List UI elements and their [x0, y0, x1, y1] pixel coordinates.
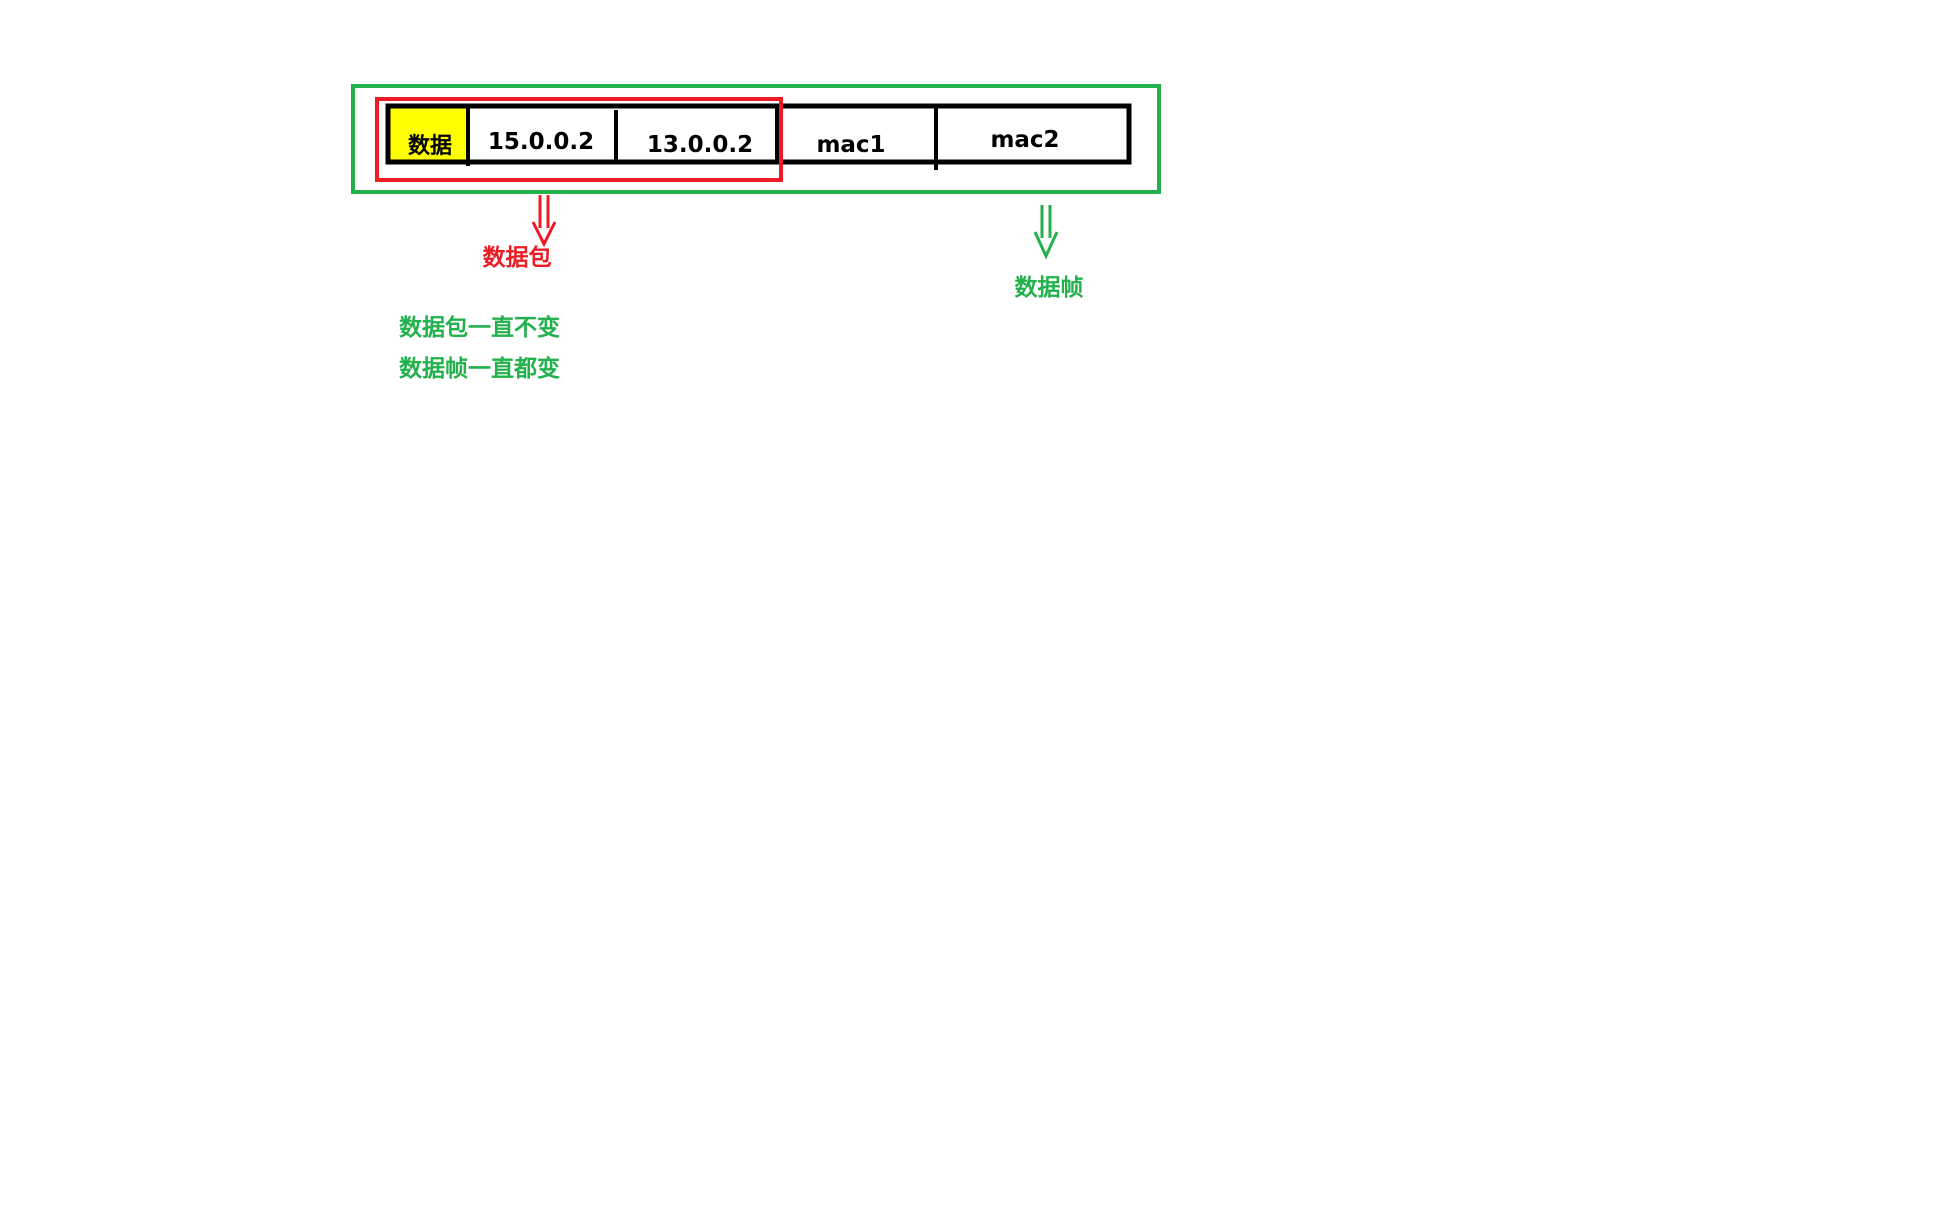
dataframe-double-down-arrow-icon [1033, 205, 1059, 260]
packet-label: 数据包 [483, 244, 552, 271]
packet-double-down-arrow-icon [531, 195, 557, 248]
note-frame-changes: 数据帧一直都变 [399, 355, 560, 382]
cell-source-ip-label: 15.0.0.2 [488, 129, 594, 155]
packet-boundary [375, 97, 783, 182]
cell-dest-ip-label: 13.0.0.2 [647, 132, 753, 158]
frame-outline [385, 103, 1132, 165]
dataframe-label: 数据帧 [1015, 275, 1084, 301]
cell-data-label: 数据 [408, 133, 452, 159]
cell-mac1-label: mac1 [816, 132, 885, 158]
note-packet-unchanged: 数据包一直不变 [399, 314, 560, 341]
data-cell-highlight [388, 106, 468, 162]
cell-mac2-label: mac2 [990, 127, 1059, 153]
dataframe-boundary [351, 84, 1161, 194]
